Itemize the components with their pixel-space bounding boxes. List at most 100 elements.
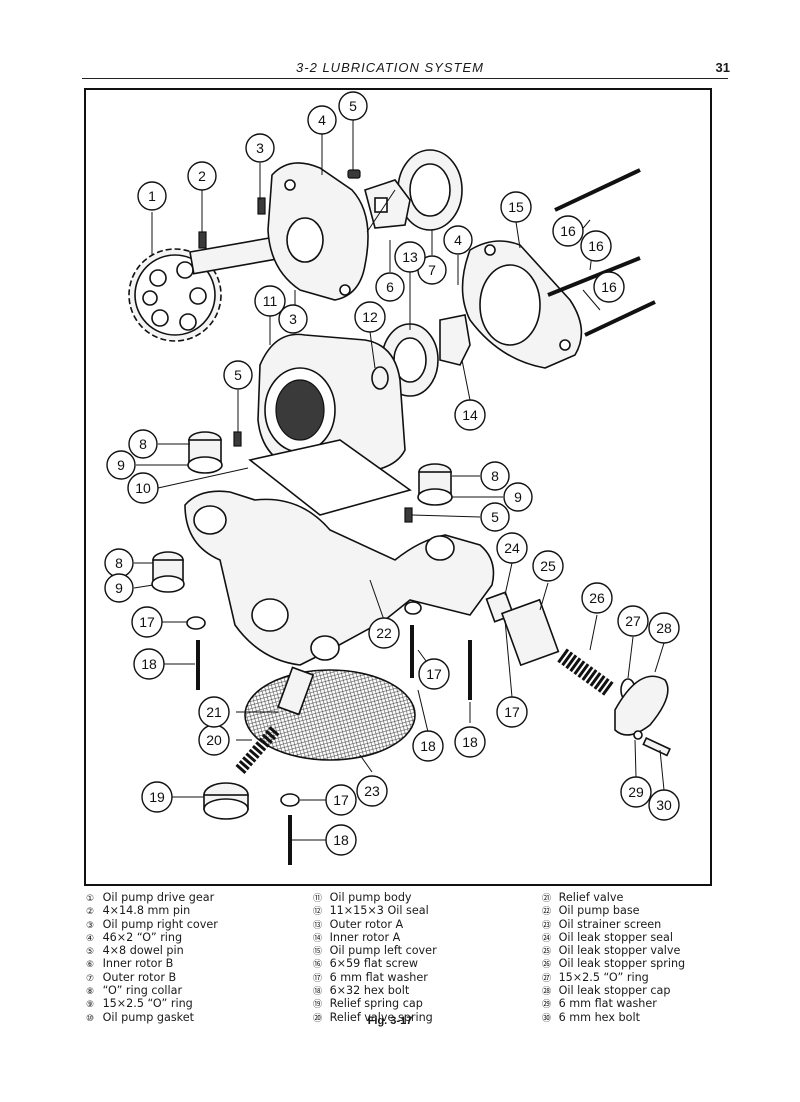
callout-8: 8	[480, 461, 510, 491]
callout-14: 14	[454, 399, 486, 431]
legend-item: ㉗ 15×2.5 “O” ring	[542, 970, 649, 984]
relief-spring-cap-drawing	[203, 782, 249, 820]
callout-10: 10	[127, 472, 159, 504]
svg-text:3: 3	[289, 311, 297, 327]
svg-text:18: 18	[333, 832, 349, 848]
legend-item: ⑲ Relief spring cap	[313, 997, 423, 1011]
legend-item: ① Oil pump drive gear	[86, 891, 215, 904]
legend-item: ⑱ 6×32 hex bolt	[313, 984, 410, 998]
legend-item: ⑪ Oil pump body	[313, 891, 412, 904]
legend-item: ⑧ “O” ring collar	[86, 984, 183, 998]
svg-text:8: 8	[139, 436, 147, 452]
legend-item: ㉚ 6 mm hex bolt	[542, 1010, 640, 1024]
callout-4: 4	[307, 105, 337, 135]
svg-text:5: 5	[491, 509, 499, 525]
legend-item: ㉓ Oil strainer screen	[542, 917, 662, 931]
svg-text:26: 26	[589, 590, 605, 606]
callout-9: 9	[106, 450, 136, 480]
svg-text:17: 17	[426, 666, 442, 682]
svg-text:7: 7	[428, 262, 436, 278]
callout-8: 8	[128, 429, 158, 459]
legend-item: ⑯ 6×59 flat screw	[313, 957, 419, 971]
svg-text:16: 16	[588, 238, 604, 254]
svg-text:5: 5	[234, 367, 242, 383]
svg-text:23: 23	[364, 783, 380, 799]
callout-18: 18	[412, 730, 444, 762]
callout-1: 1	[137, 181, 167, 211]
svg-text:9: 9	[115, 580, 123, 596]
svg-text:15: 15	[508, 199, 524, 215]
callout-26: 26	[581, 582, 613, 614]
washers-bolts-drawing	[186, 601, 472, 865]
svg-text:22: 22	[376, 625, 392, 641]
legend-item: ⑦ Outer rotor B	[86, 970, 177, 984]
callout-6: 6	[375, 272, 405, 302]
dowel-pin-drawing	[347, 169, 361, 179]
callout-17: 17	[418, 658, 450, 690]
gasket-drawing	[248, 439, 412, 516]
callout-28: 28	[648, 612, 680, 644]
strainer-screen-drawing	[244, 669, 416, 761]
svg-text:29: 29	[628, 784, 644, 800]
callout-4: 4	[443, 225, 473, 255]
legend-item: ㉔ Oil leak stopper seal	[542, 930, 673, 944]
right-cover-drawing	[257, 162, 369, 301]
oil-leak-stopper-drawing	[485, 591, 671, 757]
collars-drawing	[151, 431, 453, 593]
svg-text:8: 8	[115, 555, 123, 571]
legend-column-2: ⑪ Oil pump body ⑫ 11×15×3 Oil seal ⑬ Out…	[313, 892, 437, 1025]
svg-text:18: 18	[420, 738, 436, 754]
svg-text:21: 21	[206, 704, 222, 720]
callout-24: 24	[496, 532, 528, 564]
legend-column-3: ㉑ Relief valve ㉒ Oil pump base ㉓ Oil str…	[542, 892, 685, 1025]
svg-text:18: 18	[141, 656, 157, 672]
callout-16: 16	[593, 271, 625, 303]
callout-5: 5	[338, 91, 368, 121]
callout-17: 17	[325, 784, 357, 816]
svg-text:12: 12	[362, 309, 378, 325]
legend-item: ③ Oil pump right cover	[86, 917, 218, 931]
legend-item: ② 4×14.8 mm pin	[86, 904, 191, 918]
svg-text:16: 16	[560, 223, 576, 239]
legend-item: ⑫ 11×15×3 Oil seal	[313, 904, 429, 918]
callout-20: 20	[198, 724, 230, 756]
section-title: 3-2 LUBRICATION SYSTEM	[296, 60, 484, 75]
svg-text:2: 2	[198, 168, 206, 184]
svg-text:30: 30	[656, 797, 672, 813]
legend-item: ④ 46×2 “O” ring	[86, 930, 183, 944]
svg-text:14: 14	[462, 407, 478, 423]
callout-17: 17	[131, 606, 163, 638]
flat-screws-drawing	[547, 168, 656, 337]
callout-11: 11	[254, 285, 286, 317]
svg-text:18: 18	[462, 734, 478, 750]
callout-16: 16	[552, 215, 584, 247]
legend-item: ⑤ 4×8 dowel pin	[86, 944, 184, 958]
legend-column-1: ① Oil pump drive gear ② 4×14.8 mm pin ③ …	[86, 892, 218, 1025]
page-number: 31	[715, 60, 730, 75]
callout-27: 27	[617, 605, 649, 637]
callout-16: 16	[580, 230, 612, 262]
callout-22: 22	[368, 617, 400, 649]
svg-text:17: 17	[139, 614, 155, 630]
svg-text:25: 25	[540, 558, 556, 574]
svg-text:27: 27	[625, 613, 641, 629]
svg-text:5: 5	[349, 98, 357, 114]
callout-5: 5	[480, 502, 510, 532]
oil-seal-drawing	[371, 366, 389, 390]
svg-text:28: 28	[656, 620, 672, 636]
callout-18: 18	[454, 726, 486, 758]
left-cover-drawing	[461, 240, 583, 369]
pump-body-drawing	[257, 333, 406, 473]
svg-text:13: 13	[402, 249, 418, 265]
svg-text:24: 24	[504, 540, 520, 556]
svg-text:9: 9	[514, 489, 522, 505]
legend-item: ⑬ Outer rotor A	[313, 917, 404, 931]
svg-text:3: 3	[256, 140, 264, 156]
svg-text:16: 16	[601, 279, 617, 295]
legend-item: ㉕ Oil leak stopper valve	[542, 944, 681, 958]
callout-18: 18	[133, 648, 165, 680]
page-header: 3-2 LUBRICATION SYSTEM 31	[0, 0, 800, 80]
svg-text:9: 9	[117, 457, 125, 473]
figure-caption: Fig. 3-17	[367, 1015, 413, 1027]
drive-gear-drawing	[128, 233, 294, 342]
